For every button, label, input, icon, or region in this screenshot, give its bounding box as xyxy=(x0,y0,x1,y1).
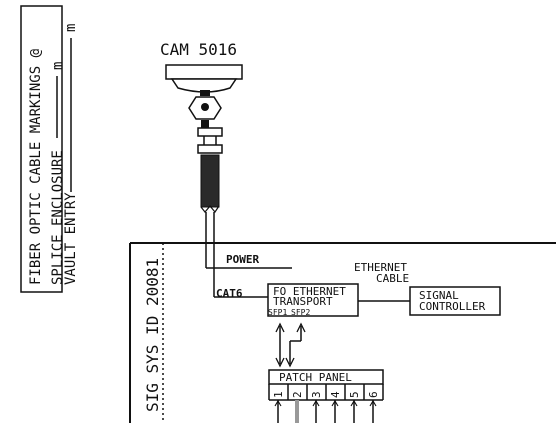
patch-port-1: 1 xyxy=(272,391,285,398)
vault-entry-label: VAULT ENTRY xyxy=(63,192,79,285)
fo-transport-line2: TRANSPORT xyxy=(273,295,333,308)
fo-ethernet-transport-box: FO ETHERNET TRANSPORT SFP1 SFP2 xyxy=(267,283,359,317)
patch-port-3: 3 xyxy=(310,391,323,398)
cabinet-id-label: SIG SYS ID 20081 xyxy=(143,258,162,412)
signal-controller-line2: CONTROLLER xyxy=(419,300,486,313)
patch-panel-label: PATCH PANEL xyxy=(279,371,352,384)
patch-port-4: 4 xyxy=(329,391,342,398)
sfp1-port-label: SFP1 xyxy=(268,308,287,317)
signal-controller-line1: SIGNAL xyxy=(419,289,459,302)
sfp2-port-label: SFP2 xyxy=(291,308,310,317)
vault-entry-unit: m xyxy=(63,24,79,32)
patch-panel: PATCH PANEL 1 2 3 4 5 6 xyxy=(268,369,384,423)
signal-controller-box: SIGNAL CONTROLLER xyxy=(409,286,501,316)
camera-assembly: CAM 5016 xyxy=(160,40,243,297)
patch-port-2: 2 xyxy=(291,391,304,398)
splice-enclosure-label: SPLICE ENCLOSURE xyxy=(50,150,66,285)
power-label: POWER xyxy=(226,253,259,266)
ethernet-cable-label-1: ETHERNET xyxy=(354,261,407,274)
conduit-icon xyxy=(200,154,220,214)
cat6-label: CAT6 xyxy=(216,287,243,300)
patch-port-5: 5 xyxy=(348,391,361,398)
ethernet-cable-label-2: CABLE xyxy=(376,272,409,285)
fiber-markings-box: FIBER OPTIC CABLE MARKINGS @ SPLICE ENCL… xyxy=(20,5,79,293)
patch-port-6: 6 xyxy=(367,391,380,398)
sfp-to-patch-connections xyxy=(275,322,306,368)
fo-transport-line1: FO ETHERNET xyxy=(273,285,346,298)
markings-title: FIBER OPTIC CABLE MARKINGS @ xyxy=(28,48,44,285)
splice-enclosure-unit: m xyxy=(50,62,66,70)
cabinet: SIG SYS ID 20081 POWER ETHERNET CABLE CA… xyxy=(129,242,556,423)
patch-port-leads xyxy=(274,399,377,423)
camera-label: CAM 5016 xyxy=(160,40,237,59)
camera-icon xyxy=(165,64,243,154)
